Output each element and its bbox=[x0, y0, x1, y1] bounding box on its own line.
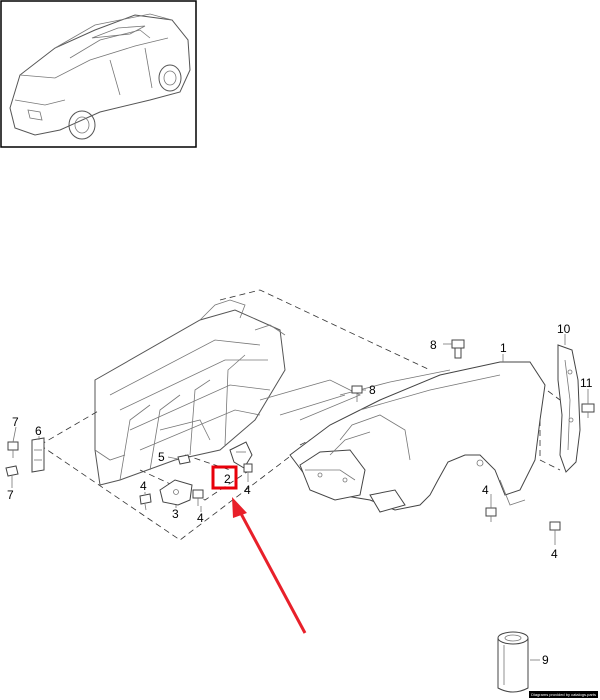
screw-part-4-c[interactable] bbox=[243, 463, 253, 478]
bracket-part-3[interactable] bbox=[159, 479, 193, 506]
callout-labels: 1 2 3 4 4 4 4 4 5 6 7 7 8 8 9 10 11 bbox=[7, 322, 593, 667]
car-illustration bbox=[9, 13, 191, 140]
callout-3[interactable]: 3 bbox=[172, 507, 179, 521]
callout-1[interactable]: 1 bbox=[500, 341, 507, 355]
screw-part-4-a[interactable] bbox=[139, 493, 152, 511]
callout-leaders bbox=[11, 334, 589, 661]
callout-4-c[interactable]: 4 bbox=[244, 483, 251, 497]
fender-liner-part[interactable] bbox=[557, 344, 581, 473]
front-fender-part[interactable] bbox=[289, 361, 546, 513]
bracket-part-6[interactable] bbox=[31, 437, 45, 473]
callout-5[interactable]: 5 bbox=[158, 450, 165, 464]
callout-8-b[interactable]: 8 bbox=[369, 383, 376, 397]
vehicle-overview-thumbnail bbox=[0, 0, 197, 148]
cylinder-part-9[interactable] bbox=[497, 631, 529, 693]
callout-9[interactable]: 9 bbox=[542, 653, 549, 667]
callout-6[interactable]: 6 bbox=[35, 424, 42, 438]
callout-11[interactable]: 11 bbox=[580, 376, 593, 390]
pointer-arrow bbox=[232, 497, 307, 634]
bolt-part-8-top[interactable] bbox=[451, 339, 465, 359]
body-frame-structure bbox=[94, 299, 361, 486]
footer-credit: Diagrams provided by catalogs.parts bbox=[529, 691, 598, 698]
callout-2[interactable]: 2 bbox=[224, 472, 231, 486]
callout-7-b[interactable]: 7 bbox=[7, 488, 14, 502]
callout-10[interactable]: 10 bbox=[557, 322, 571, 336]
callout-4-b[interactable]: 4 bbox=[197, 511, 204, 525]
callout-8-a[interactable]: 8 bbox=[430, 338, 437, 352]
bolt-part-8-mid[interactable] bbox=[351, 385, 363, 402]
bracket-part-2[interactable] bbox=[229, 441, 253, 469]
callout-4-d[interactable]: 4 bbox=[482, 483, 489, 497]
screw-part-7-lower[interactable] bbox=[5, 465, 19, 484]
fasteners bbox=[5, 339, 595, 536]
callout-4-e[interactable]: 4 bbox=[551, 547, 558, 561]
clip-part-5[interactable] bbox=[177, 454, 191, 465]
callout-4-a[interactable]: 4 bbox=[140, 479, 147, 493]
screw-part-11[interactable] bbox=[581, 403, 595, 418]
callout-7-a[interactable]: 7 bbox=[12, 415, 19, 429]
screw-part-7-upper[interactable] bbox=[7, 441, 19, 458]
screw-part-4-e[interactable] bbox=[549, 521, 561, 536]
highlight-box bbox=[211, 465, 238, 490]
screw-part-4-b[interactable] bbox=[192, 489, 204, 506]
screw-part-4-d[interactable] bbox=[485, 507, 497, 522]
